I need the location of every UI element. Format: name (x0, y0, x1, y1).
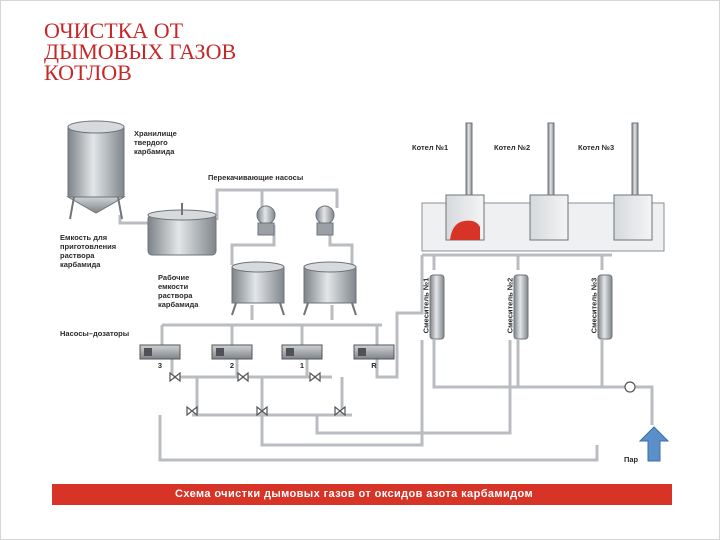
label-dosing-pumps: Насосы–дозаторы (60, 329, 130, 338)
working-tank-left (231, 261, 285, 316)
boiler-1 (445, 122, 485, 241)
label-mixer-2: Смеситель №2 (505, 277, 515, 334)
mixer-3 (597, 274, 613, 340)
pump-number-2: 2 (229, 361, 235, 370)
boiler-3 (613, 122, 653, 241)
label-mixer-1: Смеситель №1 (421, 277, 431, 334)
label-working-tanks: Рабочие емкости раствора карбамида (158, 273, 199, 309)
urea-storage-silo (66, 120, 126, 220)
urea-scrubbing-diagram: Хранилище твердого карбамида Перекачиваю… (52, 115, 672, 505)
label-transfer-pumps: Перекачивающие насосы (208, 173, 304, 182)
label-mixer-3: Смеситель №3 (589, 277, 599, 334)
label-boiler-1: Котел №1 (412, 143, 449, 152)
label-steam: Пар (624, 455, 639, 464)
label-prep-tank: Емкость для приготовления раствора карба… (60, 233, 117, 269)
slide-title: ОЧИСТКА ОТ ДЫМОВЫХ ГАЗОВ КОТЛОВ (44, 18, 237, 85)
label-boiler-3: Котел №3 (578, 143, 615, 152)
mixer-1 (429, 274, 445, 340)
steam-arrow-icon (638, 426, 670, 462)
diagram-caption: Схема очистки дымовых газов от оксидов а… (175, 488, 533, 500)
diagram-drawing (66, 120, 670, 462)
pump-number-3: 3 (157, 361, 163, 370)
transfer-pump-right (315, 205, 335, 236)
flame-icon (450, 220, 480, 240)
dosing-pump-2 (211, 344, 253, 360)
boiler-2 (529, 122, 569, 241)
pump-number-r: R (371, 361, 377, 370)
dosing-pump-3 (139, 344, 181, 360)
label-boiler-2: Котел №2 (494, 143, 531, 152)
dosing-pump-r (353, 344, 395, 360)
preparation-tank (147, 203, 217, 256)
working-tank-right (303, 261, 357, 316)
pump-number-1: 1 (299, 361, 305, 370)
mixer-2 (513, 274, 529, 340)
transfer-pump-left (256, 205, 276, 236)
label-storage: Хранилище твердого карбамида (134, 129, 177, 156)
dosing-pump-1 (281, 344, 323, 360)
caption-bar: Схема очистки дымовых газов от оксидов а… (52, 484, 672, 505)
valve-group (169, 371, 636, 417)
